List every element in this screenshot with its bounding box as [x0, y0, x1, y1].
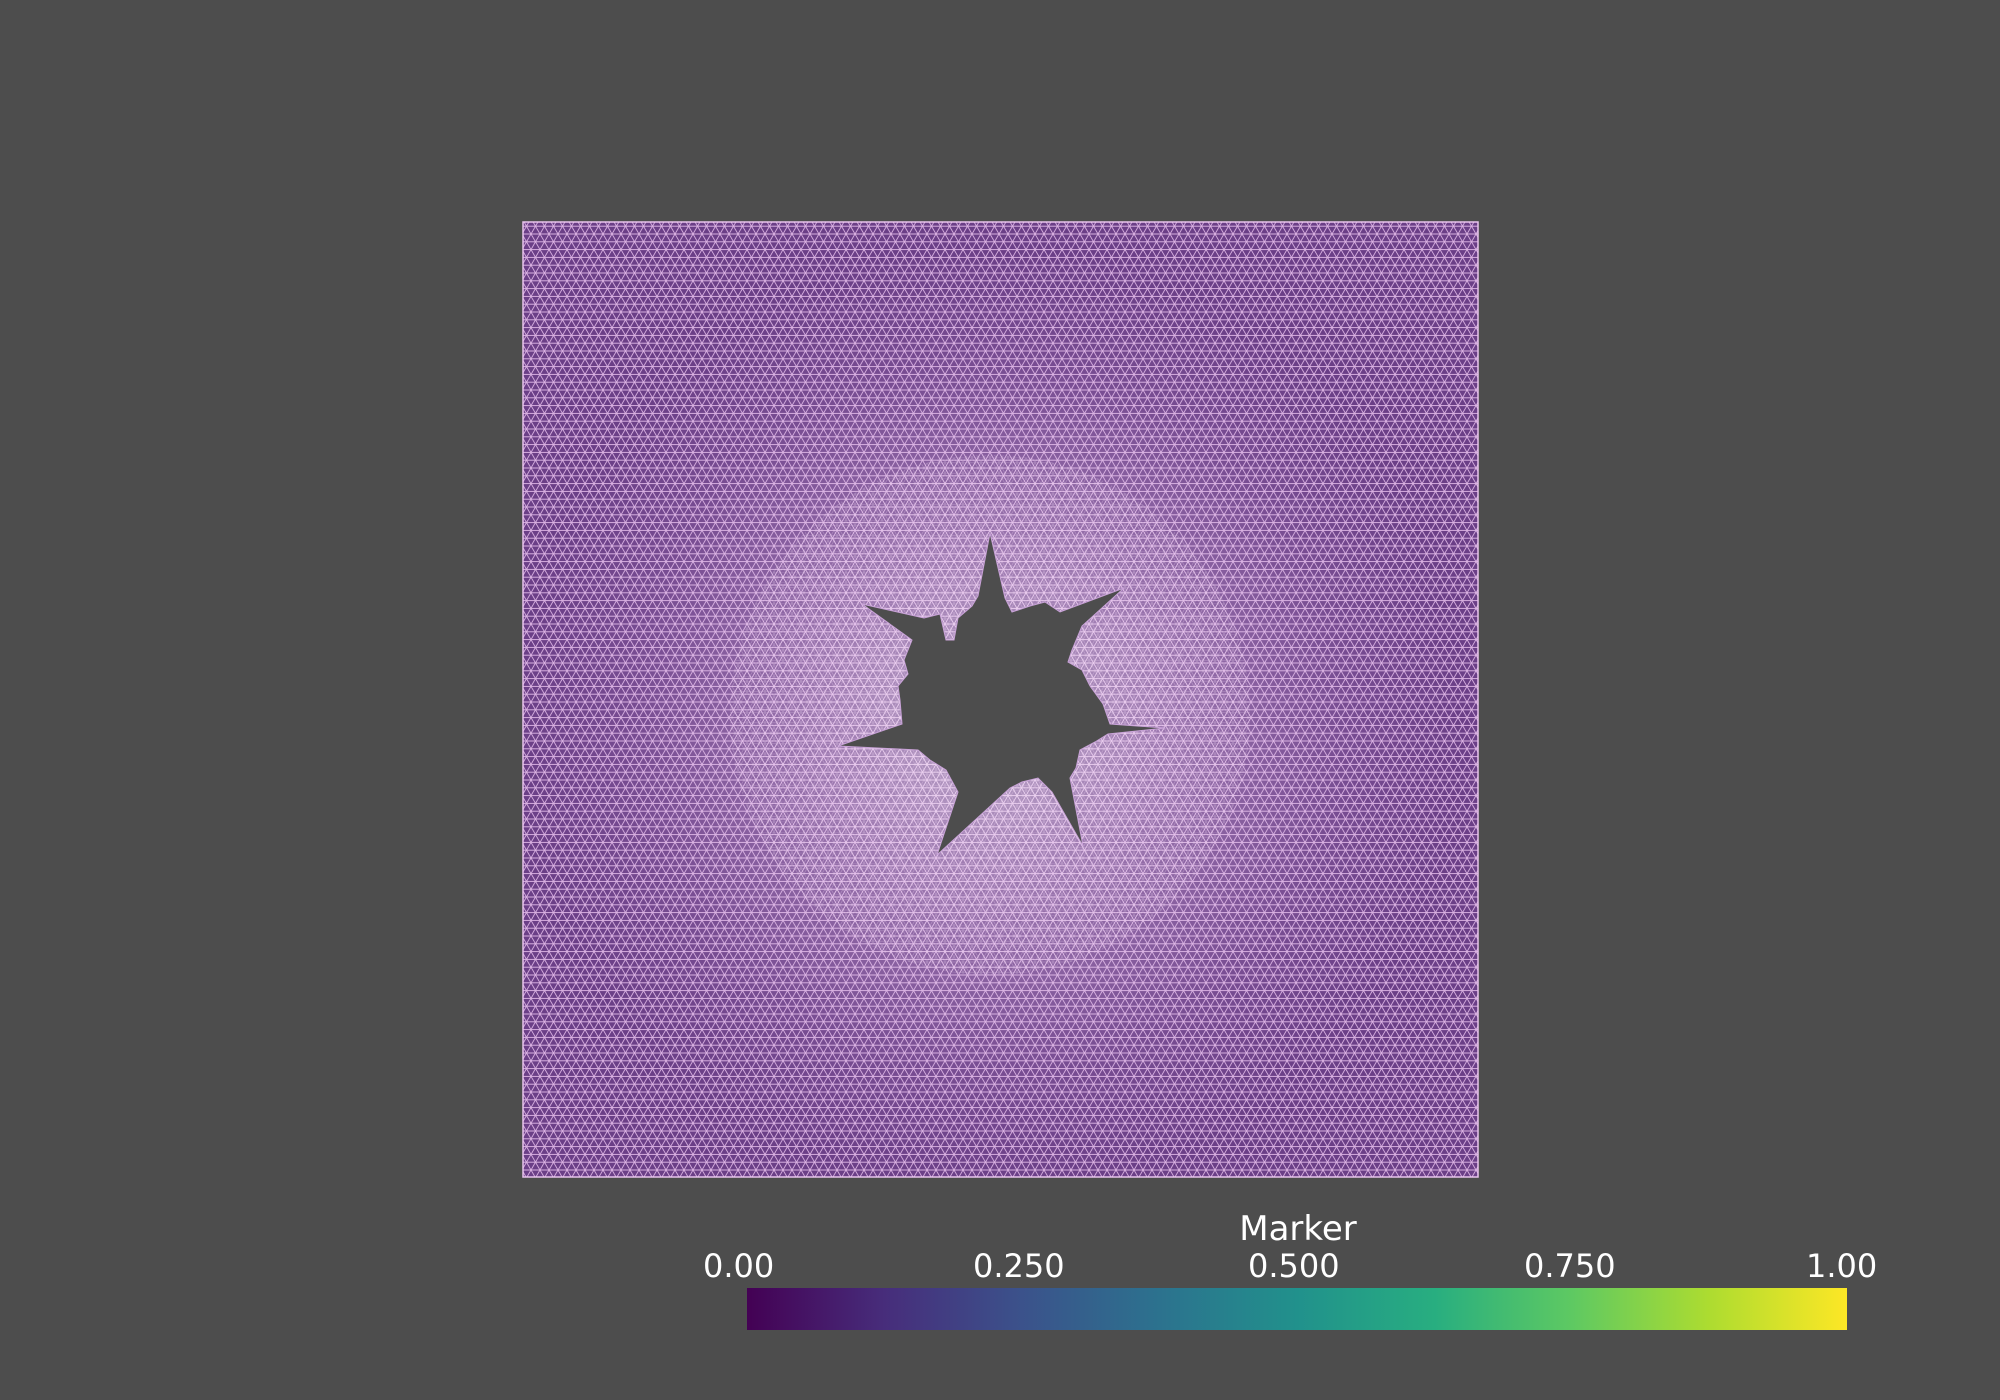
- colorbar-tick-4: 1.00: [1806, 1247, 1878, 1285]
- colorbar-tick-1: 0.250: [973, 1247, 1065, 1285]
- colorbar-gradient: [747, 1288, 1847, 1330]
- colorbar-tick-0: 0.00: [703, 1247, 775, 1285]
- colorbar-title: Marker: [1239, 1209, 1357, 1249]
- mesh-hole-shape: [837, 532, 1166, 857]
- colorbar-tick-3: 0.750: [1524, 1247, 1616, 1285]
- mesh-domain-border: [522, 221, 1479, 1178]
- colorbar-tick-2: 0.500: [1248, 1247, 1340, 1285]
